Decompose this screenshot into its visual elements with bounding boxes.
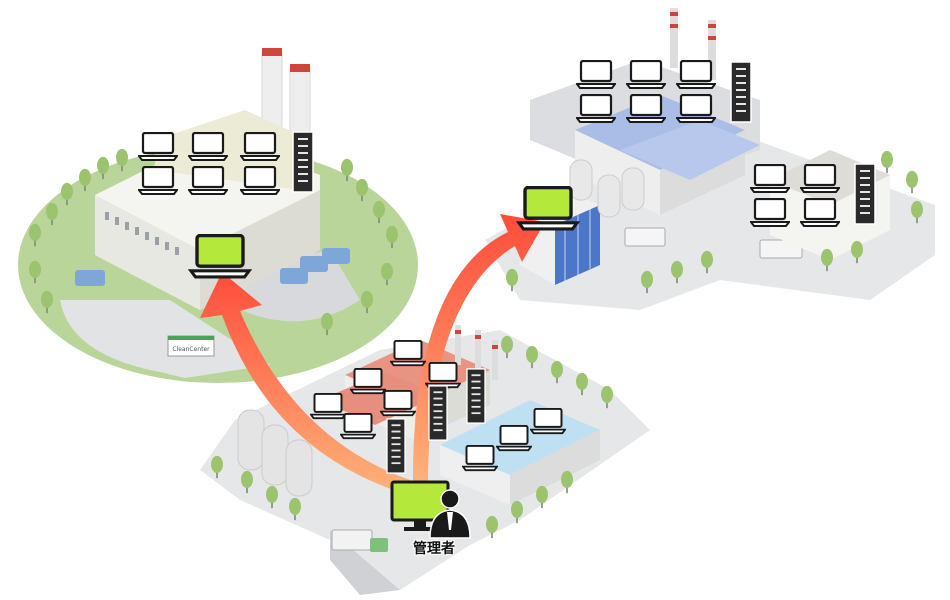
laptop-icon — [462, 445, 498, 472]
right-facility — [485, 8, 935, 310]
server-rack-icon — [292, 131, 314, 193]
laptop-icon — [189, 234, 251, 279]
laptop-icon — [626, 60, 666, 90]
left-facility: CleanCenter — [18, 48, 418, 383]
laptop-icon — [310, 393, 346, 420]
desktop-monitor-icon — [390, 480, 450, 531]
laptop-icon — [188, 166, 228, 196]
laptop-icon — [188, 132, 228, 162]
admin-label: 管理者 — [413, 541, 455, 557]
laptop-icon — [138, 166, 178, 196]
laptop-icon — [750, 164, 790, 194]
server-rack-icon — [730, 61, 752, 123]
laptop-icon — [800, 164, 840, 194]
laptop-icon — [626, 94, 666, 124]
laptop-icon — [676, 94, 716, 124]
laptop-icon — [496, 425, 532, 452]
server-rack-icon — [386, 418, 406, 474]
laptop-icon — [517, 186, 579, 231]
server-rack-icon — [854, 163, 876, 225]
laptop-icon — [240, 166, 280, 196]
laptop-icon — [390, 340, 426, 367]
laptop-icon — [750, 198, 790, 228]
server-rack-icon — [466, 368, 486, 424]
laptop-icon — [340, 413, 376, 440]
laptop-icon — [380, 390, 416, 417]
arrow-to-right-facility — [412, 214, 545, 485]
laptop-icon — [138, 132, 178, 162]
server-rack-icon — [428, 385, 448, 441]
laptop-icon — [240, 132, 280, 162]
person-icon — [429, 489, 471, 539]
laptop-icon — [676, 60, 716, 90]
laptop-icon — [576, 94, 616, 124]
laptop-icon — [800, 198, 840, 228]
laptop-icon — [350, 368, 386, 395]
admin-workstation — [390, 480, 471, 539]
laptop-icon — [576, 60, 616, 90]
laptop-icon — [425, 362, 461, 389]
clean-center-sign: CleanCenter — [167, 335, 215, 357]
laptop-icon — [530, 408, 566, 435]
sign-text: CleanCenter — [172, 346, 210, 353]
